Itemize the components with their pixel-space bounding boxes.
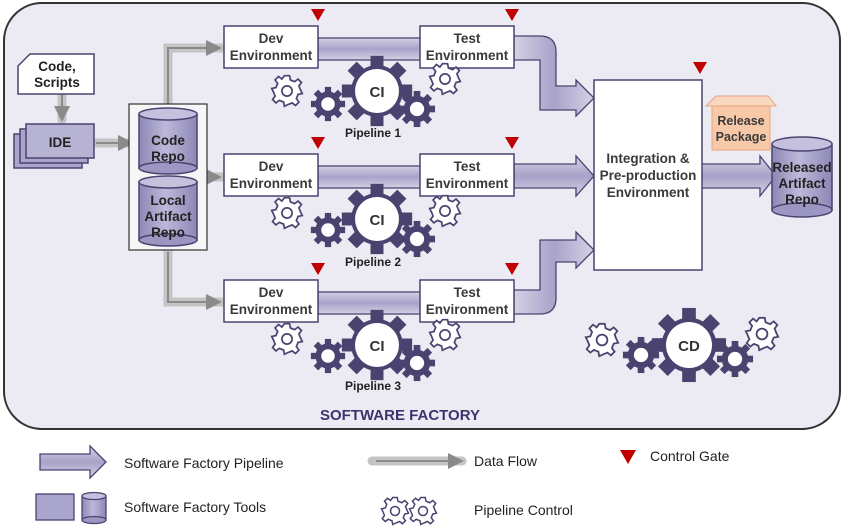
dev-env-2-label-2: Environment [230, 176, 313, 191]
local-repo-label-2: Artifact [144, 209, 192, 224]
dev-env-2-label-1: Dev [259, 159, 284, 174]
released-repo-label-2: Artifact [778, 176, 826, 191]
local-repo-label-1: Local [150, 193, 185, 208]
gate-icon [505, 137, 519, 149]
test-env-3-label-2: Environment [426, 302, 509, 317]
data-flow-arrows [54, 40, 222, 310]
dev-env-3-label-2: Environment [230, 302, 313, 317]
test-env-2-label-1: Test [454, 159, 481, 174]
released-artifact-repo-cylinder: Released Artifact Repo [771, 136, 833, 218]
test-env-3-label-1: Test [454, 285, 481, 300]
gate-icon [311, 263, 325, 275]
integration-label-1: Integration & [606, 151, 689, 166]
released-repo-label-1: Released [772, 160, 831, 175]
legend: Software Factory Pipeline Software Facto… [35, 444, 730, 526]
code-scripts-label-1: Code, [38, 59, 76, 74]
dev-env-3-label-1: Dev [259, 285, 284, 300]
test-env-2-label-2: Environment [426, 176, 509, 191]
dev-environment-2 [223, 153, 319, 197]
test-to-integration-pipes [513, 35, 595, 315]
code-repo-label-2: Repo [151, 149, 185, 164]
pipeline-2-label: Pipeline 2 [345, 255, 401, 269]
cd-label: CD [678, 338, 700, 355]
legend-tools-label: Software Factory Tools [124, 499, 266, 515]
dev-env-1-label-1: Dev [259, 31, 284, 46]
integration-environment [593, 79, 703, 271]
integration-to-release-arrow [699, 154, 777, 198]
software-factory-title: SOFTWARE FACTORY [320, 407, 480, 424]
release-package-label-1: Release [717, 114, 764, 128]
code-scripts-document: Code, Scripts [17, 53, 95, 95]
ci-label-2: CI [370, 212, 385, 229]
pipeline-2-environments: Dev Environment Test Environment [223, 153, 515, 197]
test-environment-3 [419, 279, 515, 323]
ci-gears-3: CI Pipeline 3 [270, 309, 462, 393]
control-gates [311, 9, 707, 275]
gate-icon [693, 62, 707, 74]
gate-icon [505, 263, 519, 275]
local-repo-label-3: Repo [151, 225, 185, 240]
dev-environment-1 [223, 25, 319, 69]
pipeline-3-environments: Dev Environment Test Environment [223, 279, 515, 323]
integration-label-3: Environment [607, 185, 690, 200]
released-repo-label-3: Repo [785, 192, 819, 207]
legend-data-flow-label: Data Flow [474, 453, 538, 469]
pipeline-1-environments: Dev Environment Test Environment [223, 25, 515, 69]
ci-gears-2: CI Pipeline 2 [270, 183, 462, 269]
integration-label-2: Pre-production [600, 168, 697, 183]
dev-env-1-label-2: Environment [230, 48, 313, 63]
ide-label: IDE [49, 135, 72, 150]
legend-control-gate-icon [620, 450, 636, 464]
legend-pipeline-icon [39, 444, 107, 480]
legend-tools-icon [35, 491, 107, 525]
test-env-1-label-2: Environment [426, 48, 509, 63]
gate-icon [311, 9, 325, 21]
test-environment-1 [419, 25, 515, 69]
pipeline-1-label: Pipeline 1 [345, 126, 401, 140]
legend-pipeline-control-icon [380, 496, 438, 526]
code-scripts-label-2: Scripts [34, 75, 80, 90]
code-repo-cylinder: Code Repo [138, 107, 198, 175]
legend-control-gate-label: Control Gate [650, 448, 730, 464]
legend-pipeline-control-label: Pipeline Control [474, 502, 573, 518]
gate-icon [311, 137, 325, 149]
cd-gears: CD [584, 307, 780, 383]
test-env-1-label-1: Test [454, 31, 481, 46]
ci-gears-1: CI Pipeline 1 [270, 55, 462, 140]
release-package: Release Package [704, 95, 778, 151]
release-package-label-2: Package [716, 130, 767, 144]
code-repo-label-1: Code [151, 133, 185, 148]
legend-pipeline-label: Software Factory Pipeline [124, 455, 284, 471]
dev-environment-3 [223, 279, 319, 323]
gate-icon [505, 9, 519, 21]
pipeline-3-label: Pipeline 3 [345, 379, 401, 393]
local-artifact-repo-cylinder: Local Artifact Repo [138, 175, 198, 247]
ide-tool: IDE [13, 123, 95, 169]
ci-label-3: CI [370, 338, 385, 355]
ci-label-1: CI [370, 84, 385, 101]
test-environment-2 [419, 153, 515, 197]
